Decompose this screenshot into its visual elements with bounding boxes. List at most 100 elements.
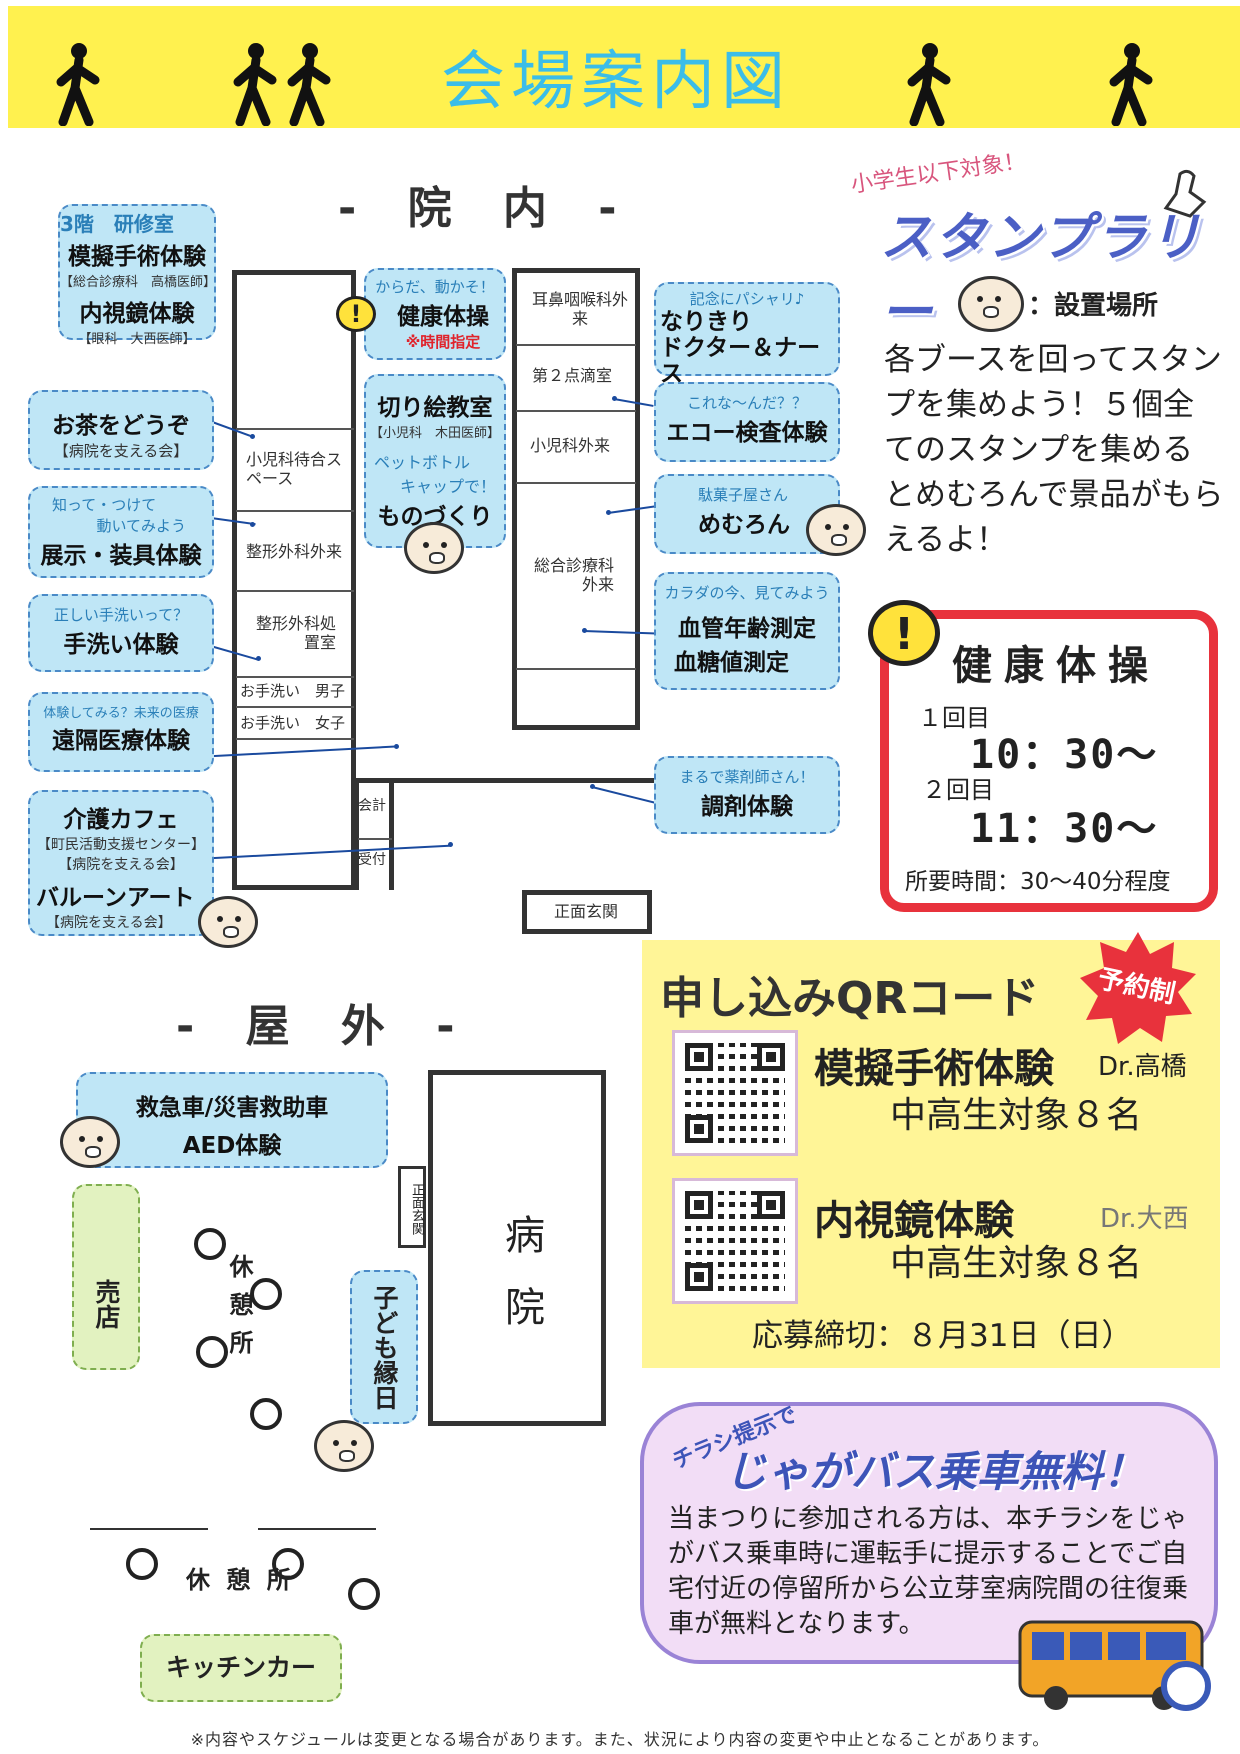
room-peds-clinic: 小児科外来 <box>530 436 611 455</box>
booth-echo: これな～んだ？？ エコー検査体験 <box>654 382 840 462</box>
booth-memuron-main: めむろん <box>698 512 790 538</box>
leader-dot <box>612 396 617 401</box>
booth-kirie-main: 切り絵教室 <box>377 395 493 421</box>
hospital-label: 病院 <box>505 1213 545 1331</box>
stamp-rally-description: 各ブースを回ってスタンプを集めよう！５個全てのスタンプを集めるとめむろんで景品が… <box>884 342 1224 558</box>
leader-dot <box>250 434 255 439</box>
room-restroom-f: お手洗い 女子 <box>240 714 346 732</box>
health-exercise-title: 健康体操 <box>952 643 1160 689</box>
stamp-seal-icon <box>404 522 464 574</box>
room-divider <box>236 510 354 512</box>
bus-icon <box>1018 1620 1211 1711</box>
booth-pharma-main: 調剤体験 <box>701 794 793 820</box>
leader-dot <box>250 522 255 527</box>
booth-kirie-note: 【小児科 木田医師】 <box>369 426 500 441</box>
qr-finder <box>685 1115 713 1143</box>
leader-dot <box>394 744 399 749</box>
room-divider <box>516 344 636 346</box>
booth-remote-sub: 体験してみる？未来の医療 <box>43 706 199 721</box>
booth-display-main: 展示・装具体験 <box>40 543 202 569</box>
room-divider <box>236 706 354 708</box>
booth-remote-main: 遠隔医療体験 <box>52 728 190 754</box>
exclamation-icon: ! <box>336 296 376 332</box>
round2-time: 11：30～ <box>970 806 1159 852</box>
walking-person-icon <box>56 43 100 126</box>
stamp-seal-icon <box>958 276 1024 332</box>
qr-finder <box>685 1043 713 1071</box>
rest-table-icon <box>250 1398 282 1430</box>
walking-person-icon <box>233 43 277 126</box>
walking-person-icon <box>287 43 331 126</box>
kitchen-car: キッチンカー <box>140 1634 342 1702</box>
section-label-outside: - 屋 外 - <box>176 1001 473 1052</box>
header-banner <box>8 6 1240 128</box>
stamp-seal-icon <box>198 896 258 948</box>
booth-handwash-sub: 正しい手洗いって？ <box>53 606 189 624</box>
booth-echo-main: エコー検査体験 <box>666 420 828 446</box>
kids-fair: 子ども縁日 <box>350 1270 418 1424</box>
room-divider <box>516 482 636 484</box>
booth-care-note3: 【病院を支える会】 <box>46 915 172 931</box>
bus-title: じゃがバス乗車無料！ <box>725 1447 1146 1496</box>
booth-echo-sub: これな～んだ？？ <box>686 394 807 412</box>
stamp-rally-title: スタンプラリー <box>880 208 1203 343</box>
qr-item2-name: 内視鏡体験 <box>814 1198 1014 1244</box>
bus-panel <box>640 1402 1218 1664</box>
qr-item1-target: 中高生対象８名 <box>890 1095 1143 1136</box>
room-divider <box>236 590 354 592</box>
booth-care: 介護カフェ 【町民活動支援センター】 【病院を支える会】 バルーンアート 【病院… <box>28 790 214 936</box>
booth-pharma: まるで薬剤師さん！ 調剤体験 <box>654 756 840 834</box>
qr-pattern <box>685 1191 785 1291</box>
rest-area2-label: 休 憩 所 <box>186 1566 295 1594</box>
east-wing-wall <box>512 268 640 730</box>
booth-care-note1: 【町民活動支援センター】 <box>37 837 205 853</box>
stamp-rally-sub: 小学生以下対象！ <box>849 148 1028 199</box>
booth-kirie-sub2: キャップで！ <box>399 477 496 496</box>
stamp-seal-icon <box>806 504 866 556</box>
room-ortho: 整形外科外来 <box>246 542 343 561</box>
booth-remote: 体験してみる？未来の医療 遠隔医療体験 <box>28 692 214 772</box>
booth-vessel-main2: 血糖値測定 <box>674 650 789 676</box>
room-main-entrance: 正面玄関 <box>554 902 619 921</box>
round1-label: １回目 <box>918 704 990 732</box>
walking-person-icon <box>1109 43 1153 126</box>
side-entrance: 正面玄関 <box>398 1166 426 1248</box>
cashier-booth <box>354 778 394 890</box>
booth-handwash-main: 手洗い体験 <box>63 632 179 658</box>
qr-finder <box>757 1191 785 1219</box>
booth-exercise-sub: からだ、動かそ！ <box>375 278 495 296</box>
room-peds-wait: 小児科待合スペース <box>246 450 343 489</box>
booth-tea-main: お茶をどうぞ <box>52 413 190 439</box>
exclamation-icon: ! <box>868 600 940 666</box>
booth-floor3-b2: 内視鏡体験 <box>79 301 195 327</box>
booth-display-sub2: 動いてみよう <box>96 517 186 535</box>
booth-display-sub1: 知って・つけて <box>52 496 157 514</box>
room-cashier: 会計 <box>358 798 386 814</box>
room-restroom-m: お手洗い 男子 <box>240 682 346 700</box>
rest-area-label: 休憩所 <box>225 1254 253 1368</box>
leader-dot <box>256 656 261 661</box>
rest-table-icon <box>348 1578 380 1610</box>
health-exercise-duration: 所要時間：30～40分程度 <box>905 869 1171 895</box>
qr-item1-dr: Dr.高橋 <box>1098 1052 1187 1082</box>
road-line <box>258 1528 376 1530</box>
section-label-inside: - 院 内 - <box>338 183 635 234</box>
qr-item2-target: 中高生対象８名 <box>890 1243 1143 1284</box>
booth-vessel: カラダの今、見てみよう 血管年齢測定 血糖値測定 <box>654 572 840 690</box>
booth-exercise-red: ※時間指定 <box>405 333 481 351</box>
booth-floor3-sub: 3階 研修室 <box>60 212 174 236</box>
footnote: ※内容やスケジュールは変更となる場合があります。また、状況により内容の変更や中止… <box>190 1730 1050 1749</box>
booth-exercise: からだ、動かそ！ 健康体操 ※時間指定 <box>364 268 506 360</box>
booth-ambulance: 救急車/災害救助車 AED体験 <box>76 1072 388 1168</box>
room-divider <box>516 410 636 412</box>
round2-label: ２回目 <box>922 776 994 804</box>
hospital-building <box>428 1070 606 1426</box>
room-drip: 第２点滴室 <box>532 366 613 385</box>
qr-code-endoscope[interactable] <box>672 1178 798 1304</box>
rest-table-icon <box>272 1548 304 1580</box>
round1-time: 10：30～ <box>970 732 1159 778</box>
reservation-badge <box>1080 932 1196 1044</box>
bus-description: 当まつりに参加される方は、本チラシをじゃがバス乗車時に運転手に提示することでご自… <box>668 1504 1189 1639</box>
qr-code-surgery[interactable] <box>672 1030 798 1156</box>
leader-dot <box>590 784 595 789</box>
